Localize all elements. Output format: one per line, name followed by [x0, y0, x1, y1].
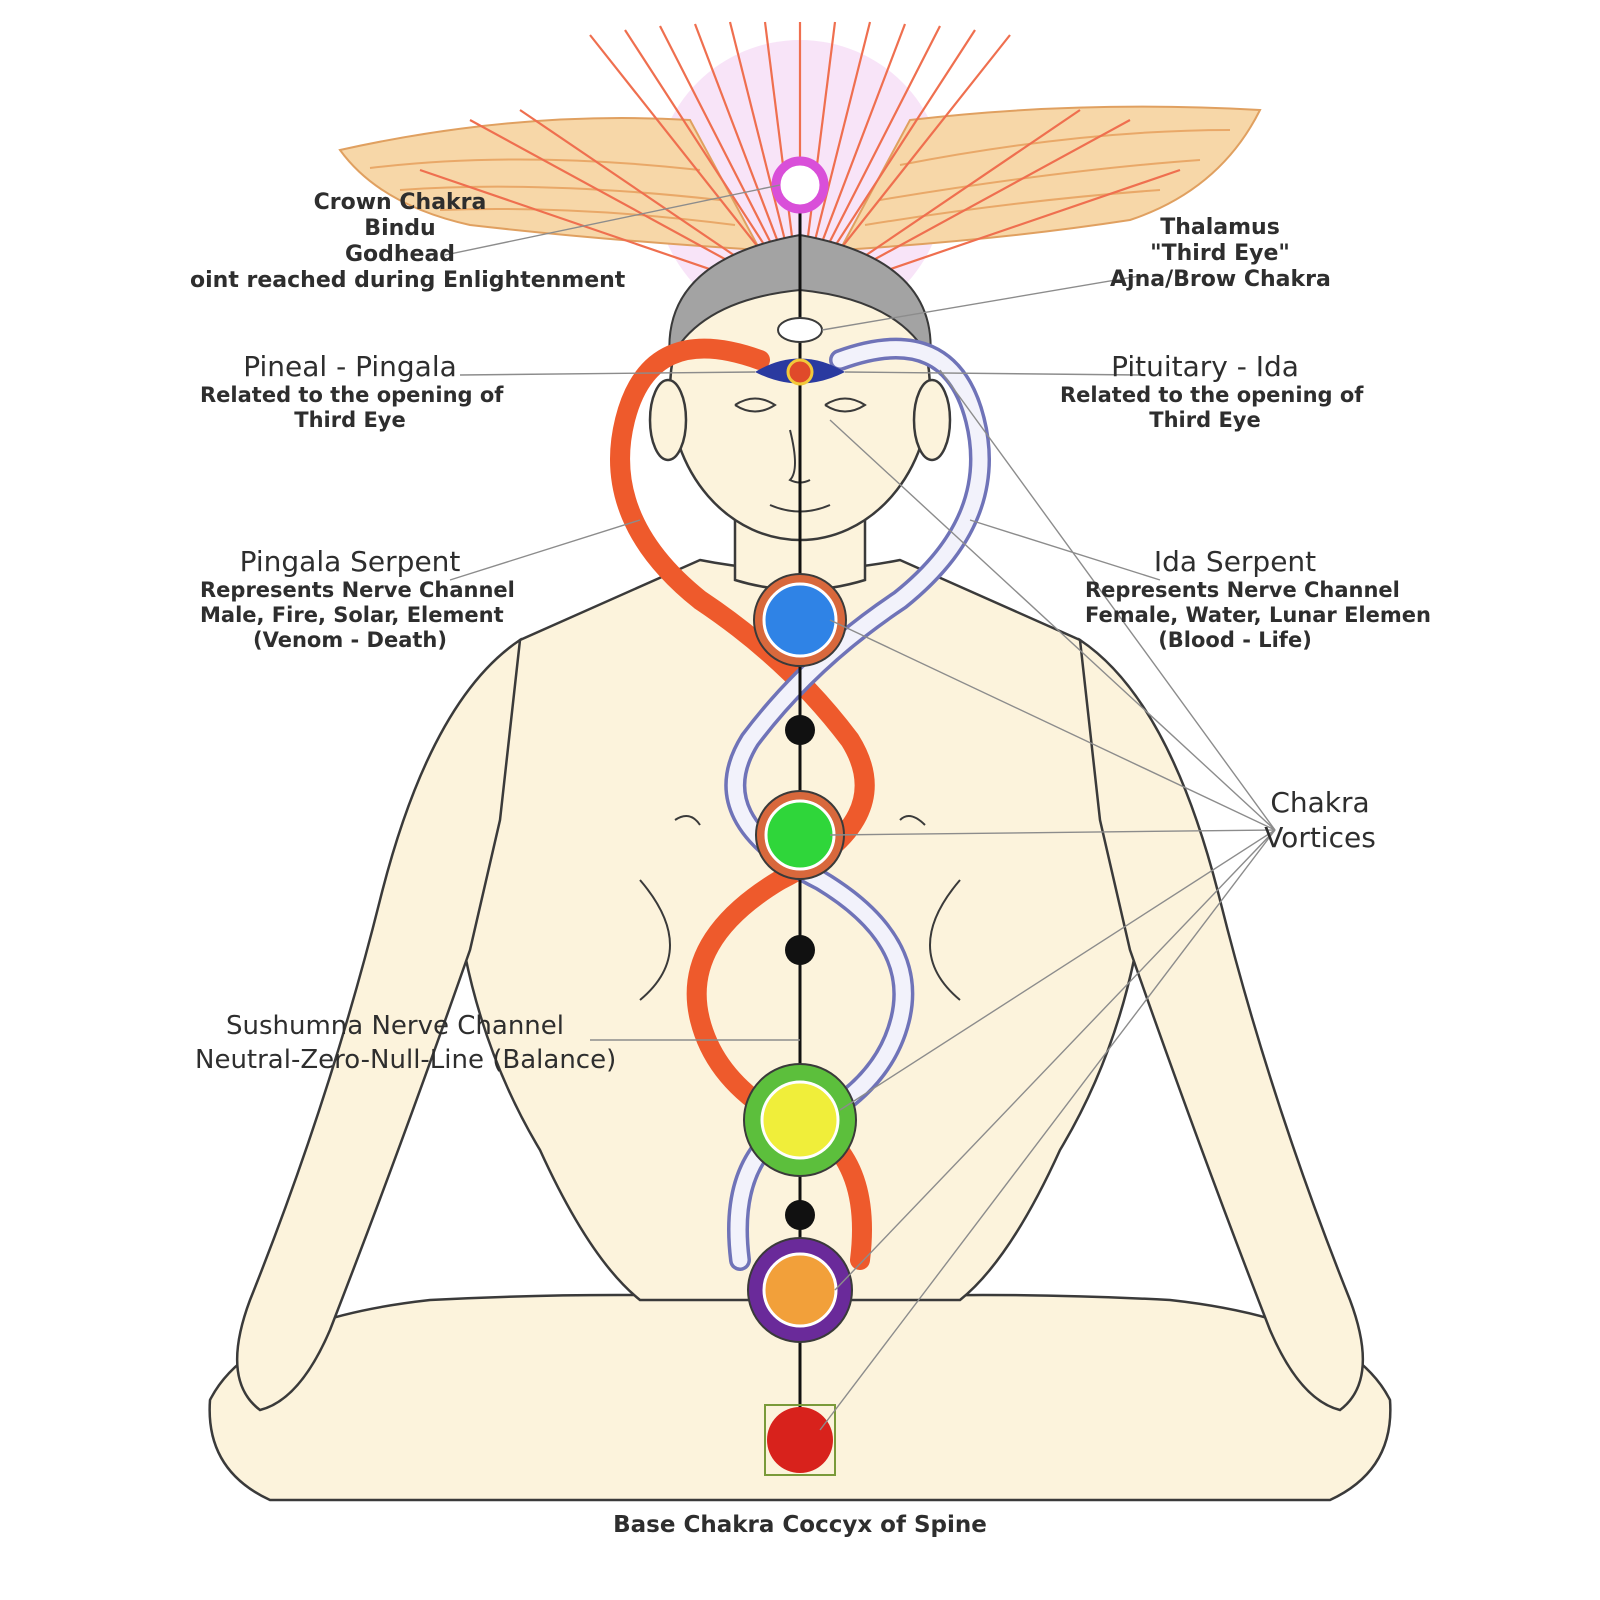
- thalamus-line-2: "Third Eye": [1150, 240, 1290, 266]
- ida-line-3: (Blood - Life): [1158, 627, 1312, 652]
- pingala-line-1: Represents Nerve Channel: [200, 578, 515, 603]
- pingala-label: Pingala Serpent Represents Nerve Channel…: [200, 545, 515, 652]
- crown-line-1: Crown Chakra: [313, 190, 487, 215]
- base-chakra-text: Base Chakra Coccyx of Spine: [613, 1512, 987, 1538]
- pointer-lines: [444, 184, 1276, 1431]
- face: [639, 397, 961, 1001]
- pingala-title: Pingala Serpent: [239, 545, 461, 578]
- pituitary-line-2: Third Eye: [1149, 407, 1261, 432]
- sacral-chakra: [747, 1237, 853, 1343]
- pingala-line-3: (Venom - Death): [253, 627, 447, 652]
- base-chakra-label: Base Chakra Coccyx of Spine: [600, 1512, 1000, 1539]
- pituitary-label: Pituitary - Ida Related to the opening o…: [1060, 350, 1364, 433]
- heart-chakra: [755, 790, 845, 880]
- root-chakra: [764, 1404, 836, 1476]
- vortices-line-1: Chakra: [1270, 786, 1370, 819]
- solar-plexus-chakra: [743, 1063, 857, 1177]
- thalamus-line-1: Thalamus: [1160, 215, 1280, 240]
- knot-1: [785, 715, 815, 745]
- pineal-title: Pineal - Pingala: [243, 350, 457, 383]
- crown-line-2: Bindu: [364, 215, 436, 241]
- pineal-line-1: Related to the opening of: [200, 383, 504, 408]
- sushumna-line-2: Neutral-Zero-Null-Line (Balance): [195, 1044, 617, 1075]
- sushumna-line-1: Sushumna Nerve Channel: [225, 1011, 564, 1041]
- brow-knot: [755, 358, 845, 386]
- ida-title: Ida Serpent: [1153, 545, 1317, 578]
- ida-line-1: Represents Nerve Channel: [1085, 578, 1400, 603]
- pineal-label: Pineal - Pingala Related to the opening …: [200, 350, 504, 433]
- crown-line-4: oint reached during Enlightenment: [190, 267, 626, 293]
- thalamus-label: Thalamus "Third Eye" Ajna/Brow Chakra: [1110, 215, 1331, 293]
- chakra-vortices-label: Chakra Vortices: [1255, 785, 1385, 855]
- ida-label: Ida Serpent Represents Nerve Channel Fem…: [1085, 545, 1431, 652]
- pituitary-title: Pituitary - Ida: [1111, 350, 1299, 383]
- right-wing: [838, 105, 1262, 252]
- pingala-line-2: Male, Fire, Solar, Element: [200, 602, 504, 627]
- knot-3: [785, 1200, 815, 1230]
- left-wing: [338, 117, 762, 252]
- vortices-line-2: Vortices: [1264, 821, 1376, 854]
- crown-chakra-label: Crown Chakra Bindu Godhead oint reached …: [190, 190, 626, 294]
- throat-chakra: [753, 573, 847, 667]
- third-eye: [777, 317, 823, 343]
- crown-line-3: Godhead: [344, 241, 456, 267]
- crown-chakra-ring: [771, 156, 829, 214]
- pituitary-line-1: Related to the opening of: [1060, 383, 1364, 408]
- ida-line-2: Female, Water, Lunar Elemen: [1085, 602, 1431, 627]
- knot-2: [785, 935, 815, 965]
- thalamus-line-3: Ajna/Brow Chakra: [1110, 266, 1331, 292]
- sushumna-label: Sushumna Nerve Channel Neutral-Zero-Null…: [195, 1010, 617, 1078]
- pineal-line-2: Third Eye: [294, 407, 406, 432]
